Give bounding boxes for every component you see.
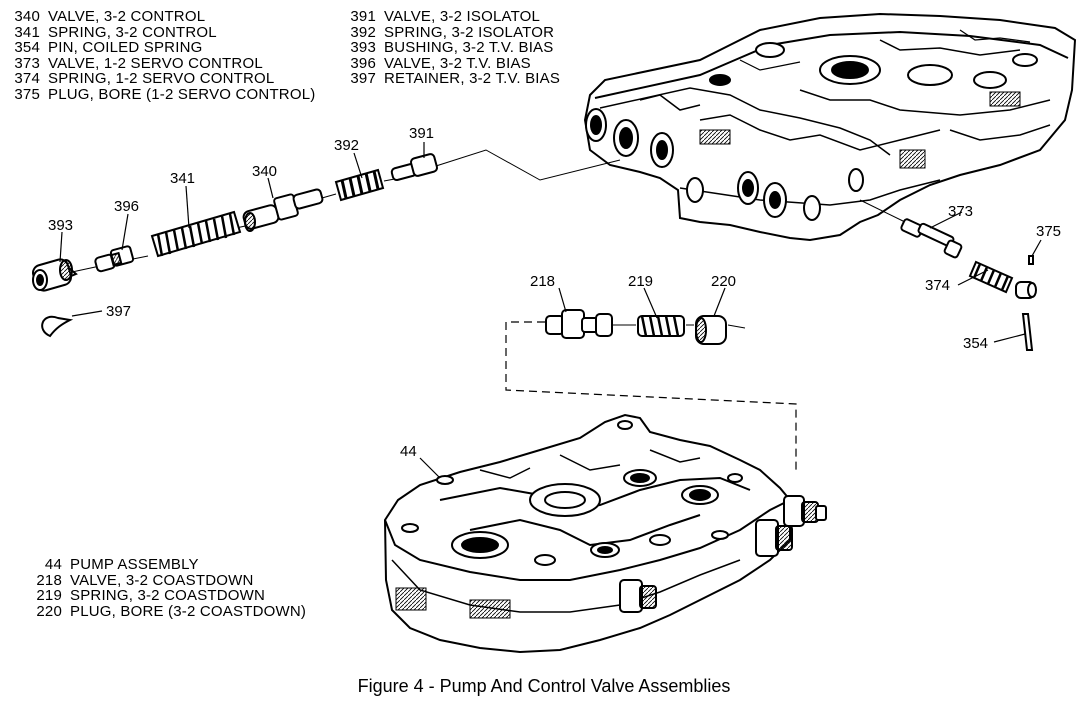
legend-row: 341 SPRING, 3-2 CONTROL <box>9 23 315 41</box>
part-373-valve <box>900 218 963 259</box>
legend-row: 391 VALVE, 3-2 ISOLATOL <box>348 9 560 25</box>
legend-number: 375 <box>14 85 40 103</box>
legend-row: 392 SPRING, 3-2 ISOLATOR <box>348 23 560 41</box>
legend-description: PLUG, BORE (1-2 SERVO CONTROL) <box>48 85 316 103</box>
callout-374: 374 <box>925 277 950 294</box>
legend-number: 219 <box>36 587 62 604</box>
legend-row: 219 SPRING, 3-2 COASTDOWN <box>30 588 306 604</box>
callout-393: 393 <box>48 217 73 234</box>
legend-description: RETAINER, 3-2 T.V. BIAS <box>384 70 561 87</box>
legend-row: 220 PLUG, BORE (3-2 COASTDOWN) <box>30 602 307 620</box>
part-354-pin <box>1021 313 1034 351</box>
legend-number: 392 <box>350 23 376 41</box>
part-219-spring <box>637 315 685 337</box>
legend-number: 44 <box>44 556 62 573</box>
callout-219: 219 <box>628 273 653 290</box>
callout-220: 220 <box>711 273 736 290</box>
legend-number: 373 <box>14 54 40 72</box>
callout-373: 373 <box>948 203 973 220</box>
callout-392: 392 <box>334 137 359 154</box>
legend-description: SPRING, 3-2 COASTDOWN <box>70 587 266 604</box>
part-341-spring <box>150 210 242 258</box>
legend-number: 397 <box>350 70 376 87</box>
legend-row: 397 RETAINER, 3-2 T.V. BIAS <box>348 71 560 87</box>
legend-description: SPRING, 1-2 SERVO CONTROL <box>48 70 275 87</box>
legend-number: 218 <box>36 571 62 589</box>
legend-number: 340 <box>14 8 40 25</box>
legend-row: 340 VALVE, 3-2 CONTROL <box>9 9 315 25</box>
legend-number: 396 <box>350 54 376 72</box>
callout-396: 396 <box>114 198 139 215</box>
callout-391: 391 <box>409 125 434 142</box>
legend-number: 374 <box>14 70 40 87</box>
legend-description: VALVE, 3-2 ISOLATOL <box>384 8 541 25</box>
legend-row: 44 PUMP ASSEMBLY <box>30 557 306 573</box>
callout-218: 218 <box>530 273 555 290</box>
legend-description: BUSHING, 3-2 T.V. BIAS <box>384 39 554 56</box>
part-397-retainer <box>41 315 74 338</box>
legend-number: 354 <box>14 39 40 56</box>
part-220-plug <box>695 315 727 345</box>
legend-description: VALVE, 3-2 CONTROL <box>48 8 206 25</box>
part-218-valve <box>545 309 613 339</box>
callout-341: 341 <box>170 170 195 187</box>
servo-axis-line <box>859 199 906 223</box>
pump-assembly-44 <box>383 413 827 654</box>
parts-legend-top-right: 391 VALVE, 3-2 ISOLATOL 392 SPRING, 3-2 IS… <box>348 9 560 87</box>
legend-description: PIN, COILED SPRING <box>48 39 203 56</box>
parts-legend-top-left: 340 VALVE, 3-2 CONTROL 341 SPRING, 3-2 CON… <box>9 9 315 102</box>
legend-number: 341 <box>14 23 40 41</box>
part-392-spring <box>334 168 385 202</box>
legend-description: VALVE, 1-2 SERVO CONTROL <box>48 54 263 72</box>
part-375-plug <box>1015 255 1037 299</box>
part-391-valve <box>390 153 439 182</box>
legend-row: 373 VALVE, 1-2 SERVO CONTROL <box>9 54 315 72</box>
legend-description: PLUG, BORE (3-2 COASTDOWN) <box>70 602 307 620</box>
leader-lines <box>59 142 1042 479</box>
callout-340: 340 <box>252 163 277 180</box>
figure-caption: Figure 4 - Pump And Control Valve Assemb… <box>357 676 731 696</box>
legend-description: PUMP ASSEMBLY <box>70 556 199 573</box>
alignment-dashed-lines <box>505 321 797 470</box>
legend-row: 354 PIN, COILED SPRING <box>9 40 315 56</box>
part-396-valve <box>94 245 135 273</box>
legend-number: 393 <box>350 39 376 56</box>
legend-row: 218 VALVE, 3-2 COASTDOWN <box>30 571 306 589</box>
callout-354: 354 <box>963 335 988 352</box>
part-393-bushing <box>32 258 78 292</box>
legend-row: 393 BUSHING, 3-2 T.V. BIAS <box>348 40 560 56</box>
legend-row: 374 SPRING, 1-2 SERVO CONTROL <box>9 71 315 87</box>
callout-375: 375 <box>1036 223 1061 240</box>
callout-397: 397 <box>106 303 131 320</box>
part-340-valve <box>242 188 324 232</box>
legend-number: 391 <box>350 8 376 25</box>
valve-train-axis-line <box>71 149 621 273</box>
legend-description: VALVE, 3-2 T.V. BIAS <box>384 54 531 72</box>
part-374-spring <box>968 260 1014 294</box>
control-valve-body <box>583 12 1077 242</box>
legend-description: VALVE, 3-2 COASTDOWN <box>70 571 254 589</box>
coastdown-axis-line <box>612 324 746 329</box>
callout-44: 44 <box>400 443 417 460</box>
legend-row: 396 VALVE, 3-2 T.V. BIAS <box>348 54 560 72</box>
legend-description: SPRING, 3-2 CONTROL <box>48 23 217 41</box>
legend-row: 375 PLUG, BORE (1-2 SERVO CONTROL) <box>9 85 316 103</box>
callout-labels: 391 392 340 341 396 393 397 373 375 374 … <box>48 125 1061 460</box>
legend-number: 220 <box>36 602 62 620</box>
legend-description: SPRING, 3-2 ISOLATOR <box>384 23 555 41</box>
